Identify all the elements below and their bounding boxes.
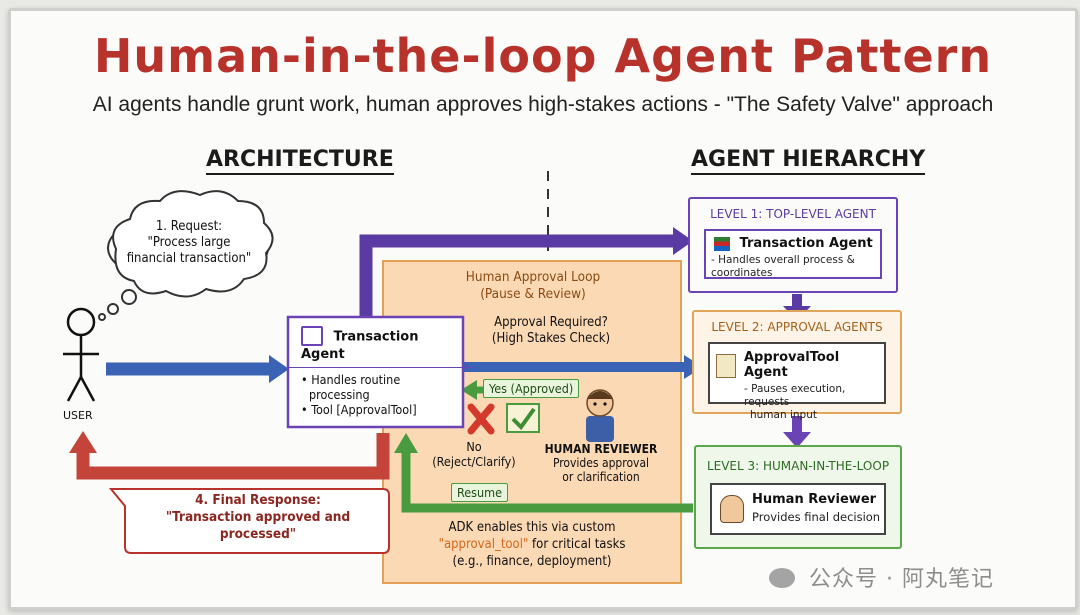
user-label: USER bbox=[63, 409, 93, 422]
red-return-arrow bbox=[76, 433, 390, 480]
blue-arrowhead-in bbox=[269, 355, 289, 383]
books-icon bbox=[714, 236, 730, 251]
level-2-desc-2: human input bbox=[750, 409, 817, 421]
level-3-desc: Provides final decision bbox=[752, 510, 881, 524]
no-label-line-1: No bbox=[466, 439, 482, 454]
architecture-heading: ARCHITECTURE bbox=[206, 147, 394, 175]
level-2-title: LEVEL 2: APPROVAL AGENTS bbox=[711, 320, 883, 334]
user-stick-figure bbox=[63, 307, 99, 402]
final-response-bubble bbox=[108, 488, 390, 554]
level-1-box: LEVEL 1: TOP-LEVEL AGENT Transaction Age… bbox=[688, 197, 898, 293]
transaction-bullet-1b: processing bbox=[309, 387, 370, 402]
approval-tool-highlight: "approval_tool" bbox=[438, 537, 529, 552]
level-3-box: LEVEL 3: HUMAN-IN-THE-LOOP Human Reviewe… bbox=[694, 445, 902, 549]
reject-x-icon bbox=[467, 403, 495, 435]
final-response-text: 4. Final Response: "Transaction approved… bbox=[129, 492, 387, 543]
level-3-inner: Human Reviewer Provides final decision bbox=[710, 483, 886, 535]
request-text: 1. Request: "Process large financial tra… bbox=[110, 219, 268, 267]
final-response-line-1: 4. Final Response: bbox=[195, 492, 321, 508]
green-arrowhead-up bbox=[394, 433, 418, 453]
reviewer-desc-line-2: or clarification bbox=[562, 470, 640, 484]
adk-footer: ADK enables this via custom "approval_to… bbox=[394, 519, 670, 570]
level-1-agent: Transaction Agent bbox=[739, 236, 873, 251]
level-3-title: LEVEL 3: HUMAN-IN-THE-LOOP bbox=[706, 459, 890, 473]
purple-arrowhead bbox=[673, 227, 693, 255]
adk-footer-line-1: ADK enables this via custom bbox=[448, 520, 616, 535]
no-label-line-2: (Reject/Clarify) bbox=[432, 454, 516, 469]
document-icon bbox=[301, 326, 323, 346]
level-2-inner: ApprovalTool Agent - Pauses execution, r… bbox=[708, 342, 886, 421]
page-title: Human-in-the-loop Agent Pattern bbox=[93, 29, 993, 83]
adk-footer-line-2: "approval_tool" for critical tasks bbox=[438, 537, 626, 552]
hier-arrow-2 bbox=[783, 432, 811, 448]
reviewer-title: HUMAN REVIEWER bbox=[544, 442, 658, 456]
person-avatar-icon bbox=[720, 495, 744, 523]
level-2-agent: ApprovalTool Agent bbox=[744, 350, 840, 380]
notepad-icon bbox=[716, 354, 736, 378]
whiteboard: Human-in-the-loop Agent Pattern AI agent… bbox=[8, 8, 1078, 610]
level-2-desc-1: - Pauses execution, requests bbox=[744, 383, 846, 408]
level-2-box: LEVEL 2: APPROVAL AGENTS ApprovalTool Ag… bbox=[692, 310, 902, 421]
transaction-agent-content: Transaction Agent • Handles routine proc… bbox=[288, 326, 474, 417]
reviewer-desc-line-1: Provides approval bbox=[552, 456, 650, 470]
level-3-agent: Human Reviewer bbox=[752, 492, 877, 507]
final-response-line-2: "Transaction approved and bbox=[165, 509, 351, 525]
red-arrowhead bbox=[69, 431, 97, 453]
watermark-text: 公众号 · 阿丸笔记 bbox=[809, 567, 994, 592]
final-response-line-3: processed" bbox=[219, 526, 297, 542]
purple-arrow bbox=[359, 234, 676, 324]
green-resume-arrow bbox=[401, 451, 693, 513]
human-reviewer-label: HUMAN REVIEWER Provides approval or clar… bbox=[536, 442, 666, 484]
page-subtitle: AI agents handle grunt work, human appro… bbox=[92, 93, 994, 116]
level-1-title: LEVEL 1: TOP-LEVEL AGENT bbox=[710, 207, 876, 221]
wechat-icon bbox=[769, 568, 795, 588]
reviewer-figure-icon bbox=[586, 389, 614, 442]
request-line-1: 1. Request: bbox=[155, 219, 223, 234]
approval-question-line-2: (High Stakes Check) bbox=[491, 331, 611, 346]
approval-question: Approval Required? (High Stakes Check) bbox=[451, 315, 651, 347]
green-arrowhead-left bbox=[461, 380, 477, 400]
diagram-canvas bbox=[63, 171, 811, 584]
level-1-inner: Transaction Agent - Handles overall proc… bbox=[704, 229, 882, 279]
level-1-desc: - Handles overall process & coordinates bbox=[711, 254, 855, 279]
approval-question-line-1: Approval Required? bbox=[494, 315, 608, 330]
transaction-bullet-1: • Handles routine bbox=[301, 372, 401, 387]
transaction-bullet-2: • Tool [ApprovalTool] bbox=[301, 402, 417, 417]
request-line-3: financial transaction" bbox=[126, 251, 252, 266]
transaction-agent-title: Transaction Agent bbox=[301, 329, 419, 363]
resume-label: Resume bbox=[451, 483, 509, 502]
yes-approved-label: Yes (Approved) bbox=[483, 379, 580, 398]
transaction-agent-box bbox=[286, 315, 465, 429]
approve-check-icon bbox=[506, 403, 540, 433]
watermark: 公众号 · 阿丸笔记 bbox=[769, 561, 994, 593]
hierarchy-heading: AGENT HIERARCHY bbox=[691, 147, 926, 175]
approval-loop-title-line-1: Human Approval Loop bbox=[465, 269, 601, 285]
adk-footer-line-3: (e.g., finance, deployment) bbox=[452, 554, 612, 569]
approval-loop-title-line-2: (Pause & Review) bbox=[480, 286, 586, 302]
no-reject-label: No (Reject/Clarify) bbox=[419, 439, 529, 469]
request-line-2: "Process large bbox=[147, 235, 231, 250]
approval-loop-title: Human Approval Loop (Pause & Review) bbox=[423, 269, 643, 303]
